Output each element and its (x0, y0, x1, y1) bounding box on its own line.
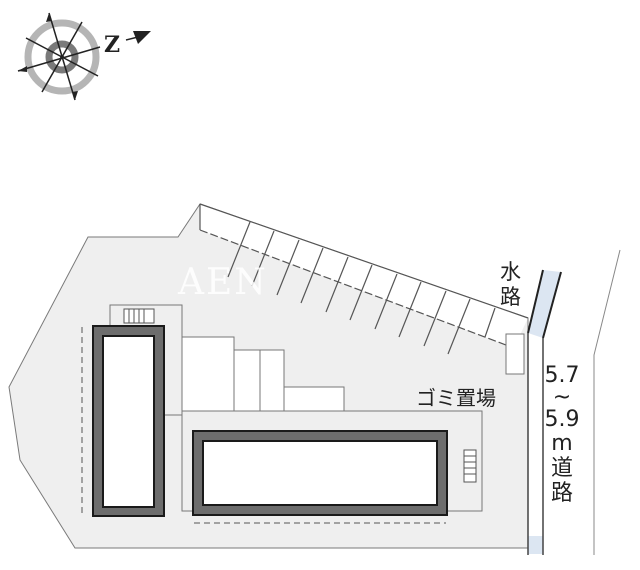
waterway (528, 270, 561, 338)
road-width-text: 道 (550, 456, 573, 481)
building-a (81, 308, 165, 517)
waterway-label-char: 水 (500, 260, 521, 284)
road-width-text: 路 (550, 481, 573, 506)
road-width-text: 5.7 (544, 363, 580, 388)
road-width-label: 5.7 ~ 5.9 m 道 路 (544, 363, 580, 506)
waterway-label-char: 路 (500, 285, 521, 309)
road-width-text: 5.9 (544, 407, 580, 432)
waterway-label: 水 路 (500, 262, 521, 308)
watermark: AEN (178, 262, 268, 303)
building-b (192, 430, 477, 524)
bicycle-parking (181, 336, 345, 412)
compass-rose-icon: Z (17, 12, 151, 101)
road-width-text: m (551, 431, 573, 456)
garbage-station (505, 333, 525, 375)
parking-area (199, 203, 529, 355)
garbage-label: ゴミ置場 (416, 386, 496, 410)
svg-text:Z: Z (104, 32, 120, 58)
road-width-text: ~ (552, 385, 572, 410)
